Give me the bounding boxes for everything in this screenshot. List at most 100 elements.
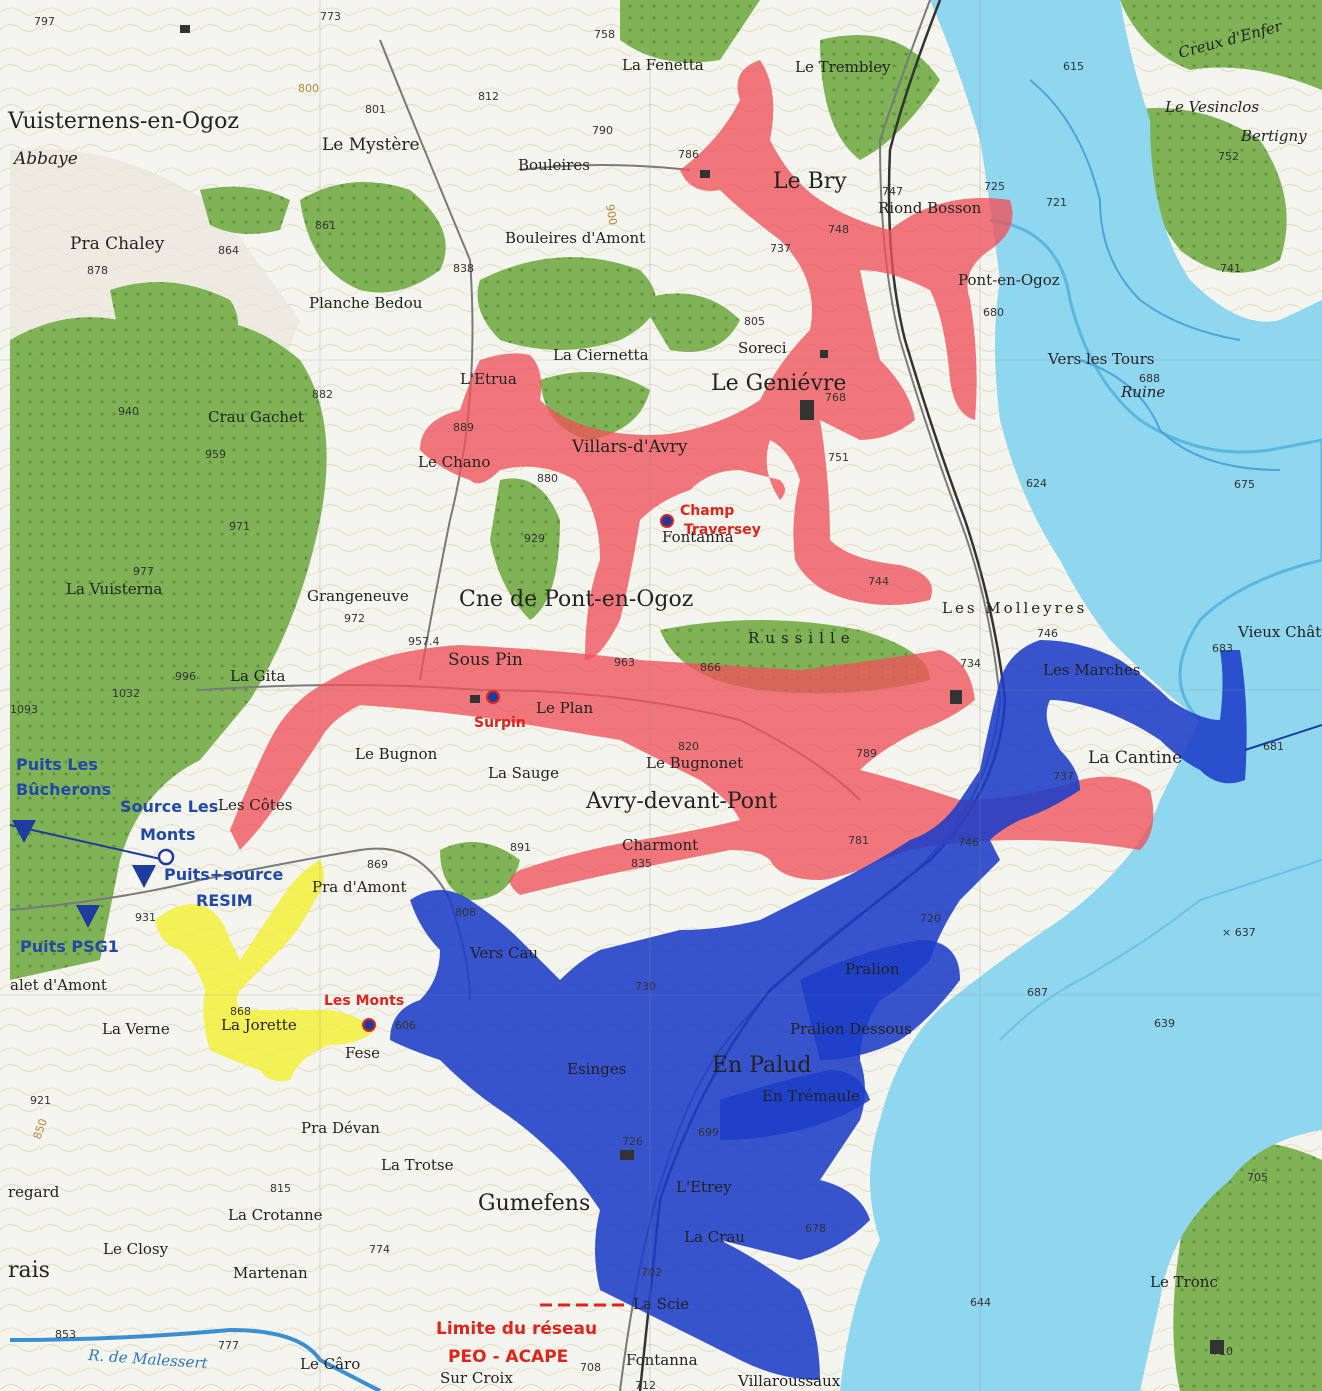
alt-687: 687: [1027, 986, 1048, 999]
network-annotations: Puits Les Bûcherons Source Les Monts Pui…: [16, 503, 761, 1367]
alt-972: 972: [344, 612, 365, 625]
label-le-bugnon: Le Bugnon: [355, 745, 438, 763]
label-le-closy: Le Closy: [103, 1240, 169, 1258]
label-l-etrey: L'Etrey: [676, 1178, 732, 1196]
alt-699: 699: [698, 1126, 719, 1139]
alt-758: 758: [594, 28, 615, 41]
alt-746b: 746: [958, 836, 979, 849]
surpin-marker-icon[interactable]: [486, 690, 500, 704]
lake-contour-3: [999, 859, 1322, 1041]
pipeline-line-east: [1244, 724, 1322, 751]
source-les-monts-icon[interactable]: [157, 848, 175, 866]
label-puits-bucherons-2: Bûcherons: [16, 780, 111, 799]
label-la-fenetta: La Fenetta: [622, 56, 704, 74]
label-les-monts: Les Monts: [324, 993, 404, 1009]
alt-835: 835: [631, 857, 652, 870]
label-gregard: regard: [8, 1183, 60, 1201]
river-malessert: [9, 1327, 381, 1391]
alt-805: 805: [744, 315, 765, 328]
alt-853: 853: [55, 1328, 76, 1341]
alt-866: 866: [700, 661, 721, 674]
label-le-chano: Le Chano: [418, 453, 490, 471]
alt-971: 971: [229, 520, 250, 533]
well-psg1-icon[interactable]: [76, 905, 100, 928]
label-cne: Cne de Pont-en-Ogoz: [459, 587, 693, 612]
lake-shallows: [989, 218, 1322, 722]
label-puits-psg1: Puits PSG1: [20, 937, 119, 956]
alt-730: 730: [635, 980, 656, 993]
alt-921: 921: [30, 1094, 51, 1107]
alt-734: 734: [960, 657, 981, 670]
label-puits-bucherons-1: Puits Les: [16, 755, 98, 774]
place-labels: Vuisternens-en-Ogoz Abbaye Le Mystère La…: [7, 17, 1322, 1390]
label-la-scie: La Scie: [633, 1295, 689, 1313]
alt-773: 773: [320, 10, 341, 23]
label-fontanna-s: Fontanna: [626, 1351, 698, 1369]
label-bouleires-amont: Bouleires d'Amont: [505, 229, 645, 247]
label-source-monts-2: Monts: [140, 825, 195, 844]
alt-726: 726: [622, 1135, 643, 1148]
alt-720: 720: [920, 912, 941, 925]
alt-681: 681: [1263, 740, 1284, 753]
alt-637: × 637: [1222, 926, 1256, 939]
alt-606: 606: [395, 1019, 416, 1032]
label-pra-d-amont: Pra d'Amont: [312, 878, 406, 896]
alt-929: 929: [524, 532, 545, 545]
alt-882: 882: [312, 388, 333, 401]
label-la-cantine: La Cantine: [1088, 748, 1182, 768]
label-la-ciernetta: La Ciernetta: [553, 346, 649, 364]
buildings: [180, 25, 1224, 1354]
label-les-molleyres: Les Molleyres: [942, 599, 1087, 617]
les-monts-marker-icon[interactable]: [362, 1018, 376, 1032]
alt-800: 800: [298, 82, 319, 95]
label-villaroussaux: Villaroussaux: [737, 1372, 841, 1390]
alt-1093: 1093: [10, 703, 38, 716]
alt-789: 789: [856, 747, 877, 760]
label-la-gita: La Gita: [230, 667, 285, 685]
label-villars-d-avry: Villars-d'Avry: [571, 437, 688, 457]
label-champ-traversey-2: Traversey: [684, 522, 761, 538]
alt-868: 868: [230, 1005, 251, 1018]
label-russille: Russille: [748, 629, 856, 647]
label-le-plan: Le Plan: [536, 699, 593, 717]
well-resim-icon[interactable]: [132, 865, 156, 888]
label-limite-reseau-2: PEO - ACAPE: [448, 1347, 568, 1367]
alt-708: 708: [580, 1361, 601, 1374]
alt-1032: 1032: [112, 687, 140, 700]
alt-741: 741: [1220, 262, 1241, 275]
alt-781: 781: [848, 834, 869, 847]
label-le-caro: Le Câro: [300, 1355, 360, 1373]
label-les-fes: Fese: [345, 1044, 380, 1062]
label-les-cotes: Les Côtes: [218, 796, 292, 814]
label-riond-bosson: Riond Bosson: [878, 199, 982, 217]
alt-774: 774: [369, 1243, 390, 1256]
alt-748: 748: [828, 223, 849, 236]
label-la-sauge: La Sauge: [488, 764, 559, 782]
alt-797: 797: [34, 15, 55, 28]
well-bucherons-icon[interactable]: [12, 820, 36, 843]
label-grangeneuve: Grangeneuve: [307, 587, 409, 605]
alt-790: 790: [592, 124, 613, 137]
label-chalet-d-amont: alet d'Amont: [10, 976, 107, 994]
alt-752: 752: [1218, 150, 1239, 163]
alt-678: 678: [805, 1222, 826, 1235]
label-avry: Avry-devant-Pont: [585, 789, 777, 814]
alt-891: 891: [510, 841, 531, 854]
alt-644: 644: [970, 1296, 991, 1309]
label-la-crotanne: La Crotanne: [228, 1206, 323, 1224]
alt-710: 710: [1212, 1345, 1233, 1358]
alt-747: 747: [882, 185, 903, 198]
alt-801: 801: [365, 103, 386, 116]
alt-624: 624: [1026, 477, 1047, 490]
alt-744: 744: [868, 575, 889, 588]
label-le-bry: Le Bry: [773, 169, 847, 194]
label-la-trotse: La Trotse: [381, 1156, 454, 1174]
label-esinges: Esinges: [567, 1060, 626, 1078]
label-la-crau: La Crau: [684, 1228, 745, 1246]
pipeline-line: [9, 824, 166, 861]
champ-traversey-marker-icon[interactable]: [660, 514, 674, 528]
label-le-mystere: Le Mystère: [322, 135, 420, 155]
label-la-vuisterna: La Vuisterna: [66, 580, 162, 598]
